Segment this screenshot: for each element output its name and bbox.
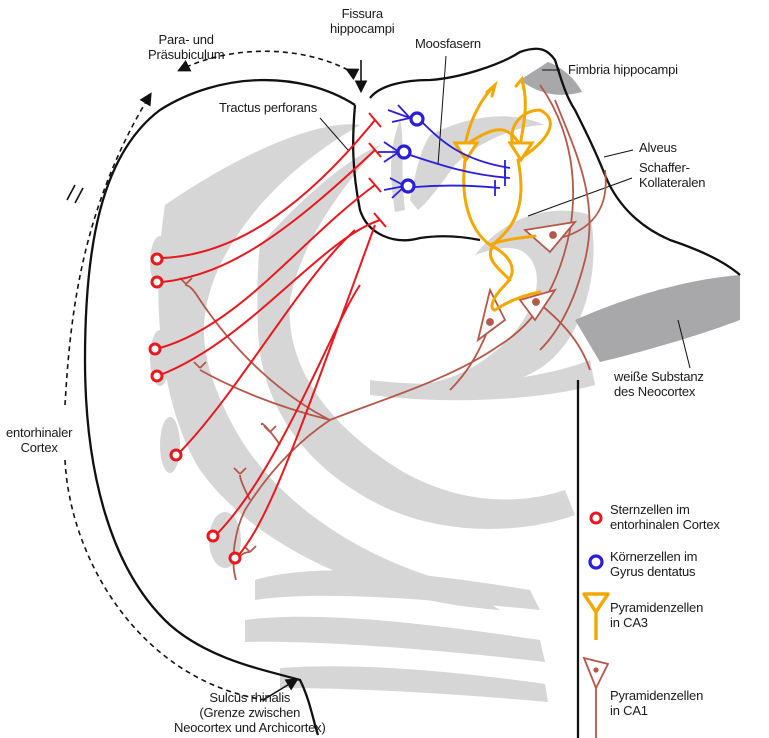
ca1-pyramid-3 xyxy=(478,290,505,340)
granule-cell-3 xyxy=(402,180,414,192)
label-alveus: Alveus xyxy=(639,140,677,155)
stellate-cell-6 xyxy=(208,531,218,541)
ca1-pyramid-2-nucleus xyxy=(533,299,539,305)
legend-orange-pyramid xyxy=(584,594,608,640)
legend-symbols xyxy=(584,513,608,738)
granule-dendrites-1 xyxy=(388,105,410,122)
gray-layer-dg-band xyxy=(391,120,405,212)
ca1-pyramid-3-nucleus xyxy=(487,319,493,325)
label-schaffer: Schaffer- Kollateralen xyxy=(639,160,705,190)
ca1-pyramid-1-nucleus xyxy=(550,232,556,238)
ca3-neurons xyxy=(455,79,550,310)
perforant-term-4 xyxy=(374,213,386,227)
granule-cell-1 xyxy=(411,113,423,125)
legend-item-stellate: Sternzellen im entorhinalen Cortex xyxy=(610,502,720,532)
label-weisse: weiße Substanz des Neocortex xyxy=(614,369,704,399)
legend-blue-circle xyxy=(590,556,602,568)
perforant-term-3 xyxy=(369,178,381,192)
stellate-cell-1 xyxy=(152,254,162,264)
neocortex-white-matter xyxy=(575,275,740,362)
legend-brown-nucleus xyxy=(593,667,598,672)
label-sulcus: Sulcus rhinalis (Grenze zwischen Neocort… xyxy=(174,690,326,735)
legend-item-ca3: Pyramidenzellen in CA3 xyxy=(610,600,703,630)
label-fimbria: Fimbria hippocampi xyxy=(568,62,678,77)
granule-cell-2 xyxy=(398,146,410,158)
stellate-cell-2 xyxy=(152,277,162,287)
gray-layer-bottom-band-1 xyxy=(255,570,540,610)
stellate-cell-3 xyxy=(150,344,160,354)
alveus-pointer xyxy=(604,150,633,157)
ca3-arrow-2 xyxy=(516,79,524,90)
legend-red-circle xyxy=(591,513,601,523)
stellate-cell-7 xyxy=(230,553,240,563)
break-mark-2 xyxy=(75,188,83,203)
break-mark-1 xyxy=(67,185,75,200)
stellate-cell-5 xyxy=(171,450,181,460)
ca1-axon-y-3 xyxy=(264,426,276,432)
legend-item-ca1: Pyramidenzellen in CA1 xyxy=(610,688,703,718)
solid-arrows xyxy=(67,60,361,700)
label-entorhinal: entorhinaler Cortex xyxy=(6,425,72,455)
gray-blob-3 xyxy=(160,417,180,473)
stellate-cell-4 xyxy=(152,371,162,381)
label-fissura: Fissura hippocampi xyxy=(330,6,395,36)
label-para-subiculum: Para- und Präsubiculum xyxy=(148,32,224,62)
entorhinal-arrow-up xyxy=(65,95,150,405)
legend-item-granule: Körnerzellen im Gyrus dentatus xyxy=(610,549,697,579)
label-moosfasern: Moosfasern xyxy=(415,36,481,51)
label-tractus: Tractus perforans xyxy=(219,100,317,115)
gray-layer-bottom-band-2 xyxy=(245,617,545,662)
